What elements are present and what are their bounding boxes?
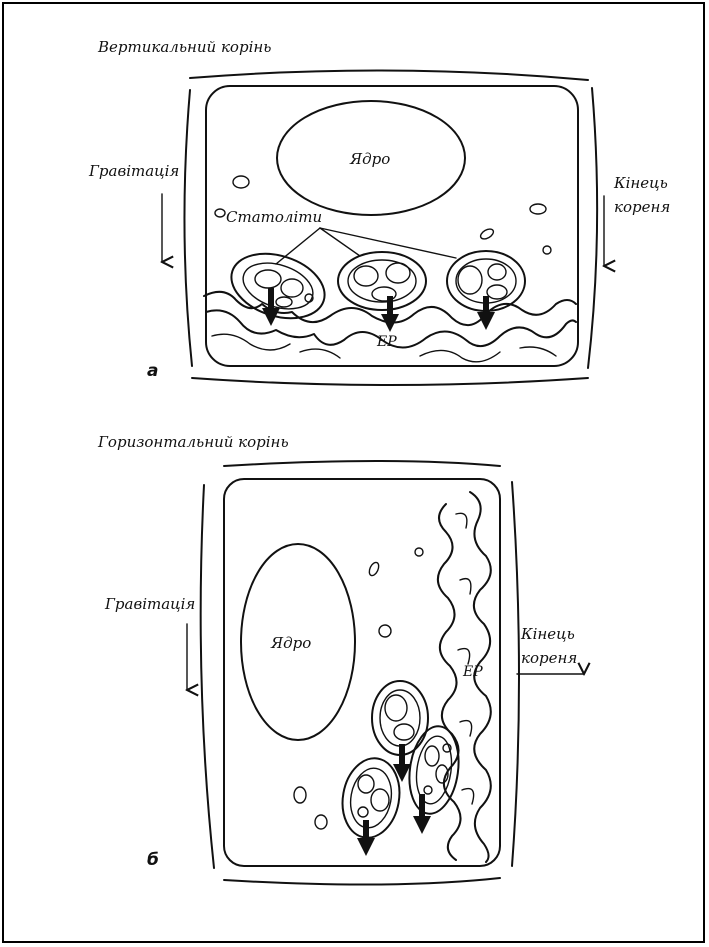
- panel-b: Горизонтальний корінь Ядро ЕР: [97, 433, 584, 885]
- endoplasmic-reticulum-b: [438, 504, 461, 860]
- statoliths-label: Статоліти: [226, 208, 322, 226]
- root-tip-label-b-line2: кореня: [521, 649, 577, 667]
- vesicle: [294, 787, 306, 803]
- root-tip-label-a-line1: Кінець: [613, 174, 668, 192]
- gravity-label-b: Гравітація: [104, 595, 195, 613]
- nucleus-label-a: Ядро: [349, 150, 390, 168]
- panel-a-letter: а: [147, 361, 158, 381]
- amyloplast: [223, 243, 333, 330]
- root-tip-label-b-line1: Кінець: [520, 625, 575, 643]
- statolith-pointer-line: [276, 228, 320, 264]
- vesicle: [215, 209, 225, 217]
- panel-b-title: Горизонтальний корінь: [97, 433, 289, 451]
- vesicle: [315, 815, 327, 829]
- vesicle: [530, 204, 546, 214]
- amyloplast: [338, 252, 426, 310]
- er-label-a: ЕР: [376, 334, 397, 350]
- vesicle: [379, 625, 391, 637]
- neighbor-cell-top-wall: [224, 461, 500, 466]
- neighbor-cell-bottom-wall: [224, 878, 500, 885]
- neighbor-cell-right-wall: [588, 88, 597, 368]
- neighbor-cell-left-wall: [201, 485, 214, 868]
- vesicle: [479, 227, 495, 241]
- vesicle: [543, 246, 551, 254]
- root-tip-label-a-line2: кореня: [614, 198, 670, 216]
- statolith-sedimentation-arrow: [477, 296, 495, 330]
- panel-a-title: Вертикальний корінь: [97, 38, 271, 56]
- nucleus-label-b: Ядро: [270, 634, 311, 652]
- vesicle: [367, 561, 380, 577]
- neighbor-cell-top-wall: [190, 70, 588, 80]
- er-label-b: ЕР: [462, 664, 483, 680]
- neighbor-cell-left-wall: [184, 90, 192, 366]
- vesicle: [415, 548, 423, 556]
- panel-a: Вертикальний корінь Ядро Статоліти: [88, 38, 670, 385]
- vesicle: [233, 176, 249, 188]
- amyloplast: [372, 681, 428, 755]
- gravity-label-a: Гравітація: [88, 162, 179, 180]
- neighbor-cell-bottom-wall: [192, 378, 588, 385]
- panel-b-letter: б: [147, 850, 159, 870]
